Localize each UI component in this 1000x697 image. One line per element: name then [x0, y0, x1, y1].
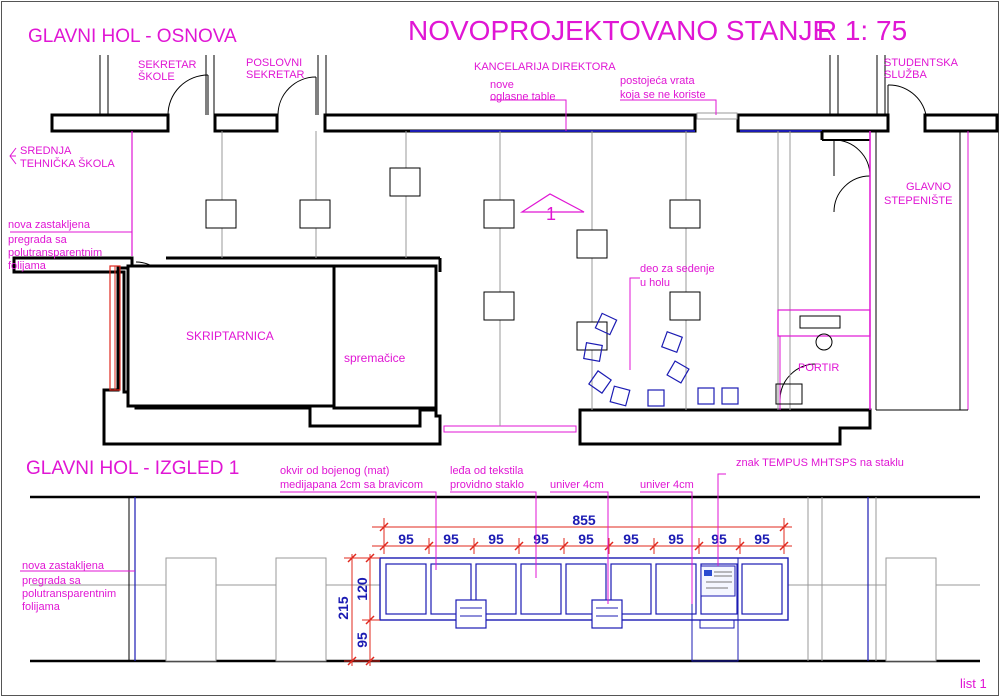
label-studentska: STUDENTSKA SLUŽBA [884, 57, 960, 81]
top-wall-right [736, 113, 890, 133]
seating-area [583, 312, 739, 407]
skriptarnica-room [126, 264, 336, 408]
floor-plan: 1 SEKRETAR ŠKOLE POSLOVNI [8, 55, 999, 446]
label-okvir: okvir od bojenog (mat) medijapana 2cm sa… [280, 465, 423, 491]
label-srednja: SREDNJA TEHNIČKA ŠKOLA [20, 145, 115, 170]
sheet-number: list 1 [960, 676, 987, 691]
spremacice-room [332, 264, 438, 410]
dim-segment: 95 [443, 531, 459, 547]
top-wall-office [323, 113, 697, 133]
dim-segment: 95 [533, 531, 549, 547]
label-spremacice: spremačice [344, 351, 406, 365]
label-ledja: leđa od tekstila providno staklo [450, 465, 526, 491]
scale-label: R 1: 75 [817, 15, 907, 46]
label-sekretar-skole: SEKRETAR ŠKOLE [138, 59, 200, 83]
label-univer-2: univer 4cm [640, 479, 694, 491]
label-znak: znak TEMPUS MHTSPS na staklu [736, 457, 904, 469]
top-wall-left [50, 113, 170, 133]
state-title: NOVOPROJEKTOVANO STANJE [408, 15, 831, 46]
dim-segment: 95 [668, 531, 684, 547]
label-kancelarija: KANCELARIJA DIREKTORA [474, 61, 616, 73]
dim-upper: 120 [354, 577, 370, 601]
label-univer-1: univer 4cm [550, 479, 604, 491]
label-postojeca-vrata: postojeća vrata koja se ne koriste [620, 75, 706, 101]
dim-height: 215 [335, 596, 351, 620]
label-portir: PORTIR [798, 362, 839, 374]
dim-segment: 95 [623, 531, 639, 547]
dim-segment: 95 [488, 531, 504, 547]
label-pregrada-plan: nova zastakljena pregrada sa polutranspa… [8, 219, 105, 272]
label-deo-za-sedenje: deo za sedenje u holu [640, 263, 718, 289]
dim-segment: 95 [754, 531, 770, 547]
dim-segment: 95 [578, 531, 594, 547]
label-poslovni-sekretar: POSLOVNI SEKRETAR [246, 57, 305, 81]
section-mark: 1 [546, 204, 556, 224]
dim-segment: 95 [711, 531, 727, 547]
porter-counter [777, 309, 871, 337]
plan-title: GLAVNI HOL - OSNOVA [28, 26, 237, 47]
top-wall-mid [213, 113, 279, 133]
label-nove-oglasne: nove oglasne table [490, 79, 555, 103]
label-pregrada-elevation: nova zastakljena pregrada sa polutranspa… [22, 560, 119, 613]
label-skriptarnica: SKRIPTARNICA [186, 329, 274, 343]
elevation: 855 95 95 95 95 95 95 95 95 95 215 120 9… [20, 457, 980, 666]
label-glavno-stepeniste: GLAVNO STEPENIŠTE [884, 181, 954, 207]
dim-segment: 95 [398, 531, 414, 547]
top-wall-end [923, 113, 999, 133]
view-title: GLAVNI HOL - IZGLED 1 [26, 458, 239, 479]
dim-total: 855 [572, 512, 596, 528]
dim-lower: 95 [354, 632, 370, 648]
